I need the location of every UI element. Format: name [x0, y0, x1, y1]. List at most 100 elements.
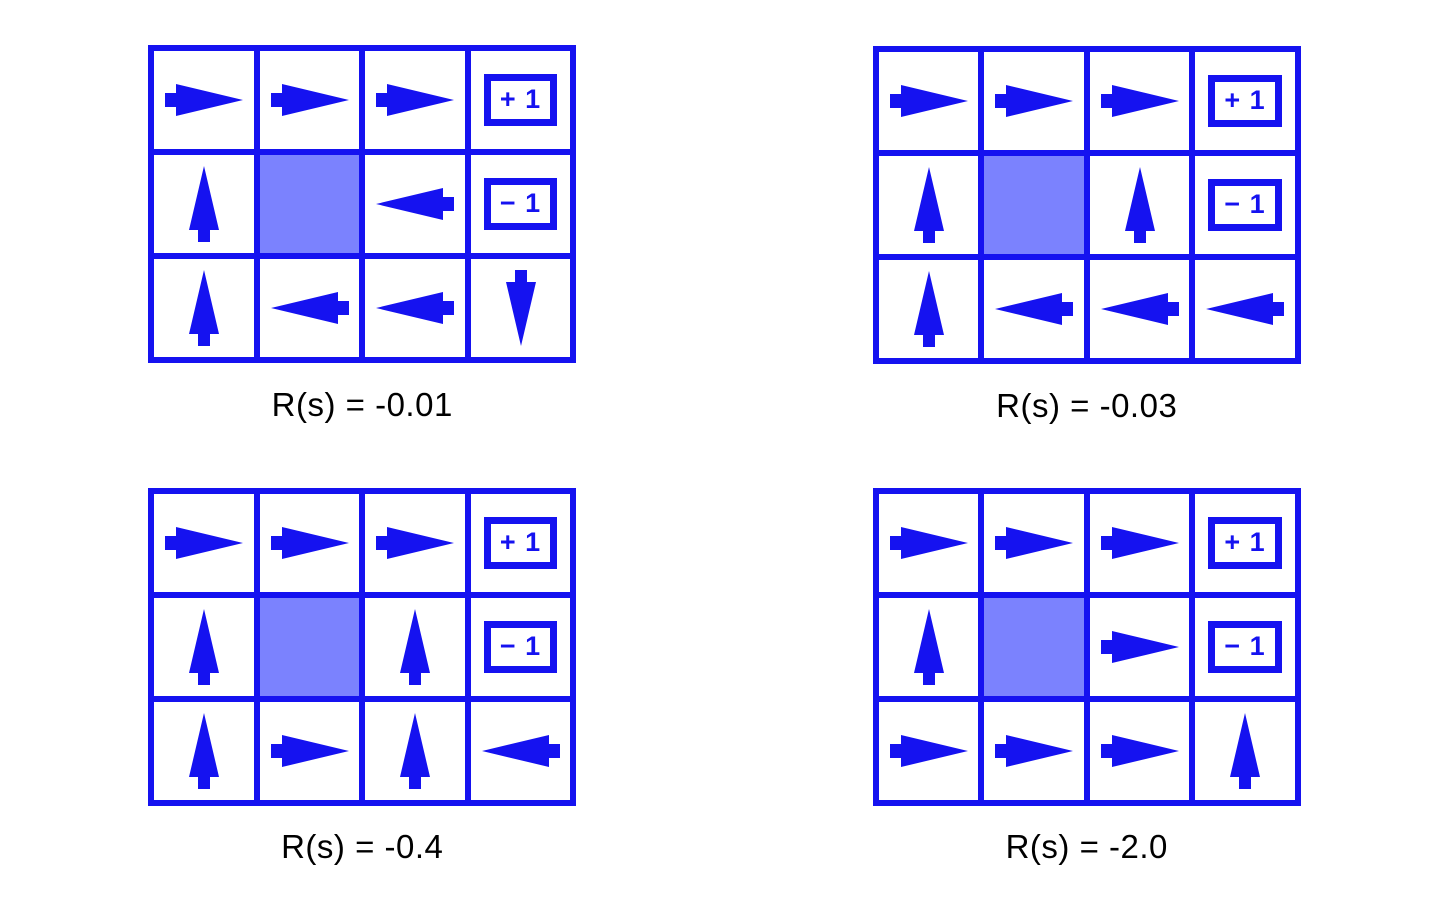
grid-cell-r0-c0[interactable]	[878, 52, 979, 150]
grid-cell-r2-c2[interactable]	[365, 259, 465, 357]
arrow-right-icon	[1100, 623, 1179, 671]
panel-caption: R(s) = -0.01	[271, 386, 453, 423]
panel-r-0-01: + 1 − 1 R(s) = -0.01	[0, 0, 725, 451]
arrow-right-icon	[889, 77, 968, 125]
arrow-right-icon	[995, 519, 1073, 567]
arrow-up-icon	[393, 608, 437, 685]
reward-minus-one-badge: − 1	[1208, 620, 1282, 673]
arrow-right-icon	[995, 727, 1073, 775]
arrow-right-icon	[165, 76, 243, 124]
arrow-right-icon	[889, 727, 968, 775]
arrow-up-icon	[1118, 167, 1162, 243]
grid-cell-r2-c2[interactable]	[365, 701, 465, 800]
wall-cell	[259, 155, 360, 253]
grid-cell-r2-c3[interactable]	[1195, 260, 1295, 358]
wall-cell	[984, 156, 1084, 254]
panel-r-2-0: + 1 − 1 R(s) = -2.0	[725, 451, 1449, 901]
reward-plus-one-badge: + 1	[483, 74, 558, 126]
arrow-right-icon	[270, 76, 349, 124]
panel-r-0-03: + 1 − 1 R(s) = -0.03	[725, 0, 1449, 451]
policy-grid: + 1 − 1	[872, 487, 1301, 806]
grid-cell-r2-c0[interactable]	[154, 701, 254, 800]
arrow-up-icon	[907, 271, 951, 347]
panel-caption: R(s) = -0.03	[996, 387, 1178, 424]
grid-cell-r0-c2[interactable]	[1089, 493, 1190, 592]
reward-minus-one-badge: − 1	[483, 178, 558, 230]
arrow-up-icon	[182, 712, 226, 789]
grid-cell-r2-c0[interactable]	[878, 701, 979, 800]
grid-cell-r0-c0[interactable]	[878, 493, 979, 592]
grid-cell-r0-c3[interactable]: + 1	[1195, 493, 1295, 592]
wall-cell	[259, 597, 360, 696]
grid-cell-r1-c3[interactable]: − 1	[470, 597, 571, 696]
grid-cell-r2-c1[interactable]	[984, 260, 1084, 358]
arrow-right-icon	[1100, 77, 1179, 125]
grid-cell-r1-c0[interactable]	[878, 156, 979, 254]
arrow-right-icon	[995, 77, 1073, 125]
grid-cell-r2-c3[interactable]	[1195, 701, 1295, 800]
grid-cell-r0-c2[interactable]	[365, 493, 465, 592]
arrow-right-icon	[270, 727, 349, 775]
grid-cell-r0-c0[interactable]	[154, 493, 254, 592]
grid-cell-r1-c0[interactable]	[154, 597, 254, 696]
reward-plus-one-badge: + 1	[1208, 75, 1282, 127]
grid-cell-r0-c0[interactable]	[154, 51, 254, 149]
arrow-left-icon	[481, 727, 560, 775]
grid-cell-r1-c0[interactable]	[878, 597, 979, 696]
policy-grid: + 1 − 1	[872, 46, 1301, 364]
grid-cell-r2-c0[interactable]	[878, 260, 979, 358]
grid-cell-r0-c3[interactable]: + 1	[470, 51, 571, 149]
grid-cell-r1-c3[interactable]: − 1	[1195, 156, 1295, 254]
grid-cell-r0-c2[interactable]	[1089, 52, 1190, 150]
arrow-right-icon	[165, 519, 243, 567]
grid-cell-r0-c1[interactable]	[259, 51, 360, 149]
grid-cell-r1-c0[interactable]	[154, 155, 254, 253]
grid-cell-r0-c1[interactable]	[984, 52, 1084, 150]
grid-cell-r1-c3[interactable]: − 1	[470, 155, 571, 253]
grid-cell-r2-c3[interactable]	[470, 259, 571, 357]
arrow-up-icon	[182, 166, 226, 242]
panel-caption: R(s) = -2.0	[1005, 827, 1168, 865]
grid-cell-r2-c3[interactable]	[470, 701, 571, 800]
grid-cell-r1-c3[interactable]: − 1	[1195, 597, 1295, 696]
grid-cell-r2-c0[interactable]	[154, 259, 254, 357]
reward-plus-one-badge: + 1	[483, 516, 558, 569]
arrow-up-icon	[393, 712, 437, 789]
reward-plus-one-badge: + 1	[1208, 516, 1282, 569]
grid-cell-r2-c2[interactable]	[1089, 260, 1190, 358]
grid-cell-r1-c2[interactable]	[365, 155, 465, 253]
policy-grid: + 1 − 1	[148, 45, 577, 363]
arrow-up-icon	[182, 270, 226, 346]
arrow-left-icon	[270, 284, 349, 332]
grid-cell-r0-c3[interactable]: + 1	[1195, 52, 1295, 150]
grid-cell-r0-c1[interactable]	[984, 493, 1084, 592]
arrow-left-icon	[1100, 285, 1179, 333]
grid-cell-r1-c2[interactable]	[1089, 156, 1190, 254]
reward-minus-one-badge: − 1	[1208, 179, 1282, 231]
grid-cell-r0-c3[interactable]: + 1	[470, 493, 571, 592]
grid-cell-r0-c2[interactable]	[365, 51, 465, 149]
arrow-left-icon	[376, 284, 454, 332]
grid-cell-r2-c1[interactable]	[259, 259, 360, 357]
arrow-left-icon	[376, 180, 454, 228]
reward-minus-one-badge: − 1	[483, 620, 558, 673]
arrow-left-icon	[995, 285, 1073, 333]
wall-cell	[984, 597, 1084, 696]
arrow-right-icon	[376, 519, 454, 567]
arrow-down-icon	[499, 270, 543, 346]
arrow-right-icon	[889, 519, 968, 567]
grid-cell-r1-c2[interactable]	[365, 597, 465, 696]
grid-cell-r1-c2[interactable]	[1089, 597, 1190, 696]
panel-caption: R(s) = -0.4	[281, 827, 444, 865]
arrow-up-icon	[907, 608, 951, 685]
grid-cell-r0-c1[interactable]	[259, 493, 360, 592]
grid-cell-r2-c2[interactable]	[1089, 701, 1190, 800]
arrow-right-icon	[376, 76, 454, 124]
arrow-right-icon	[1100, 727, 1179, 775]
grid-cell-r2-c1[interactable]	[984, 701, 1084, 800]
arrow-left-icon	[1206, 285, 1284, 333]
grid-cell-r2-c1[interactable]	[259, 701, 360, 800]
panel-r-0-4: + 1 − 1 R(s) = -0.4	[0, 451, 725, 901]
arrow-up-icon	[1223, 712, 1267, 789]
